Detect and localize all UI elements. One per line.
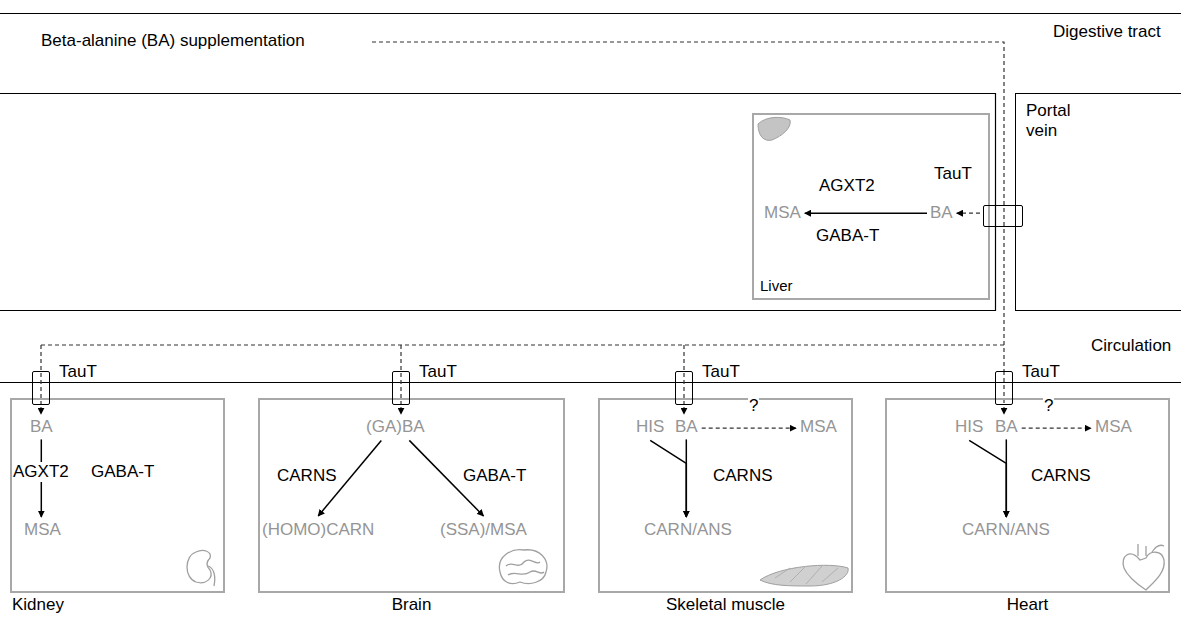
enzyme-label: GABA-T: [462, 466, 527, 486]
brain-icon: [499, 550, 547, 584]
metabolite-name: (HOMO)CARN: [262, 520, 374, 540]
enzyme-label: ?: [748, 396, 759, 416]
circulation-rule: [0, 382, 1181, 383]
transporter-box: TauT: [32, 371, 50, 405]
region-label: Portal vein: [1026, 101, 1096, 142]
metabolite-name: (SSA)/MSA: [440, 520, 527, 540]
metabolite-name: MSA: [800, 417, 837, 437]
organ-label: Brain: [392, 595, 432, 615]
metabolite-name: MSA: [24, 520, 61, 540]
metabolite-name: BA: [995, 417, 1018, 437]
metabolite-name: MSA: [1095, 417, 1132, 437]
organ-box: KidneyBAMSA: [10, 398, 225, 593]
organ-box: Liver MSA BA: [752, 113, 990, 300]
enzyme-label: AGXT2: [12, 462, 70, 482]
heart-icon: [1123, 544, 1164, 590]
transport-arrow: [683, 407, 684, 414]
metabolite: MSA: [800, 417, 837, 437]
supplement-label: Beta-alanine (BA) supplementation: [40, 31, 306, 51]
metabolite: (SSA)/MSA: [440, 520, 527, 540]
metabolite-name: (GA)BA: [366, 417, 425, 437]
enzyme-label: ?: [1043, 396, 1054, 416]
supply-route: [41, 42, 1004, 405]
metabolite-name: MSA: [764, 203, 801, 223]
transport-arrow: [40, 407, 41, 414]
enzyme-label: CARNS: [1030, 466, 1092, 486]
organ-box: Skeletal muscleHISBAMSACARN/ANS: [598, 398, 853, 593]
kidney-icon: [187, 550, 215, 586]
metabolite-name: CARN/ANS: [644, 520, 732, 540]
transporter-label: TauT: [1022, 362, 1060, 382]
brain-shape: [499, 550, 547, 584]
reaction-arrow: [969, 440, 1006, 517]
enzyme-label: GABA-T: [815, 226, 880, 246]
metabolite-name: BA: [675, 417, 698, 437]
metabolite-name: HIS: [636, 417, 664, 437]
transporter-label: TauT: [59, 362, 97, 382]
reaction-arrow: [805, 212, 927, 214]
transporter-label: TauT: [702, 362, 740, 382]
metabolite: CARN/ANS: [644, 520, 732, 540]
region-label: Circulation: [1090, 336, 1172, 356]
circulation-dash: [41, 344, 1004, 345]
heart-shape: [1123, 552, 1164, 590]
organ-box: HeartHISBAMSACARN/ANS: [885, 398, 1170, 593]
organ-label: Liver: [760, 277, 793, 295]
heart-vessels: [1138, 544, 1164, 556]
supply-main-dash: [372, 42, 1004, 371]
organ-label: Kidney: [12, 595, 64, 615]
transport-arrow: [1003, 407, 1004, 414]
enzyme-label: GABA-T: [90, 462, 155, 482]
enzyme-label: CARNS: [276, 466, 338, 486]
enzyme-label: CARNS: [712, 466, 774, 486]
metabolite-name: HIS: [955, 417, 983, 437]
metabolite: CARN/ANS: [962, 520, 1050, 540]
enzyme-label: AGXT2: [818, 176, 876, 196]
transporter-label: TauT: [419, 362, 457, 382]
muscle-branch-dash: [683, 345, 684, 405]
metabolite: BA: [995, 417, 1018, 437]
metabolite: HIS: [955, 417, 983, 437]
transporter-box: TauT: [675, 371, 693, 405]
region-label: Digestive tract: [1052, 22, 1162, 42]
reaction-arrow: [650, 440, 686, 517]
transporter-box: TauT: [983, 205, 1023, 227]
organ-label: Skeletal muscle: [666, 595, 785, 615]
metabolite: BA: [675, 417, 698, 437]
brain-branch-dash: [400, 345, 401, 405]
metabolite: BA: [930, 203, 953, 223]
liver-icon: [758, 117, 790, 140]
metabolite: (HOMO)CARN: [262, 520, 374, 540]
top-rule: [0, 13, 1181, 14]
muscle-icon: [760, 565, 848, 586]
metabolite-name: BA: [930, 203, 953, 223]
transporter-box: TauT: [995, 371, 1013, 405]
metabolite: HIS: [636, 417, 664, 437]
organ-box: Brain(GA)BA(HOMO)CARN(SSA)/MSA: [258, 398, 565, 593]
metabolite: MSA: [764, 203, 801, 223]
digestive-region-outline: [0, 94, 996, 311]
metabolite-name: BA: [30, 417, 53, 437]
brain-folds: [506, 560, 544, 575]
transport-arrow: [1022, 428, 1091, 429]
transport-arrow: [702, 428, 796, 429]
organ-label: Heart: [1007, 595, 1049, 615]
muscle-striations: [775, 566, 838, 584]
transport-arrow: [957, 213, 980, 214]
kidney-branch-dash: [40, 345, 41, 405]
transporter-label: TauT: [934, 164, 972, 184]
metabolite: MSA: [24, 520, 61, 540]
kidney-shape: [187, 550, 211, 582]
metabolite: BA: [30, 417, 53, 437]
metabolite-name: CARN/ANS: [962, 520, 1050, 540]
metabolite: (GA)BA: [366, 417, 425, 437]
portal-vein-box: Portal vein: [1015, 93, 1181, 311]
transporter-box: TauT: [392, 371, 410, 405]
ureter-line: [208, 566, 215, 586]
transport-arrow: [400, 407, 401, 414]
metabolite: MSA: [1095, 417, 1132, 437]
muscle-shape: [760, 565, 848, 586]
